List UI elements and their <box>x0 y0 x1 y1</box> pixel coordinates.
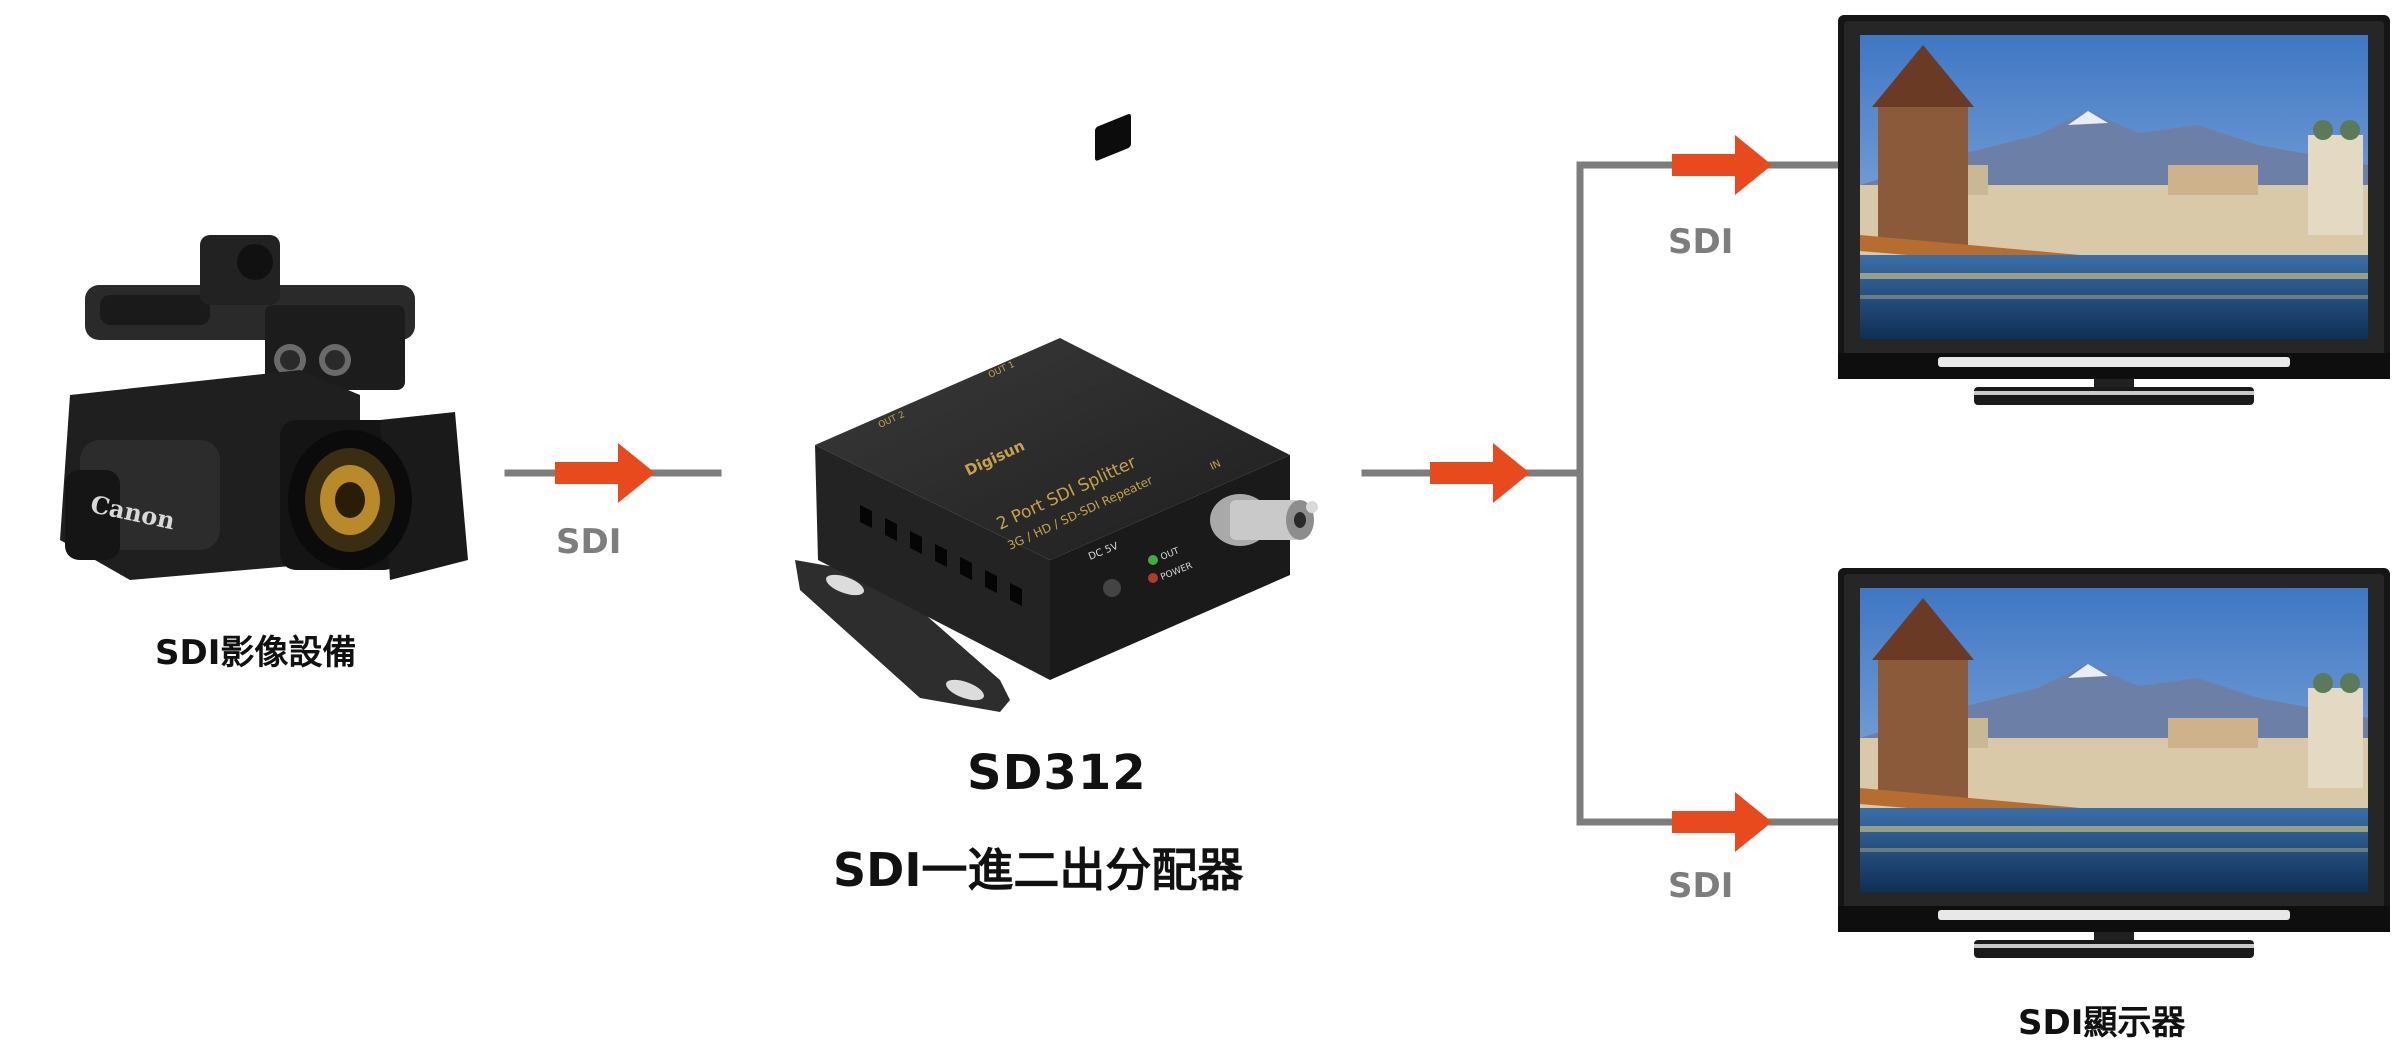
output-top-sdi-label: SDI <box>1668 222 1734 262</box>
output-top-arrow-icon <box>1672 135 1772 195</box>
monitor-top-icon <box>1838 15 2390 405</box>
output-bottom-sdi-label: SDI <box>1668 866 1734 906</box>
splitter-box-icon: 2 Port SDI Splitter 3G / HD / SD-SDI Rep… <box>795 114 1318 712</box>
output-bottom-arrow-icon <box>1672 792 1772 852</box>
display-caption: SDI顯示器 <box>2018 1003 2186 1043</box>
input-arrow-icon <box>555 443 655 503</box>
bnc-connector-icon <box>1210 494 1318 546</box>
port-label-in: IN <box>1209 458 1223 472</box>
output-arrow-icon <box>1430 443 1530 503</box>
splitter-description-label: SDI一進二出分配器 <box>833 843 1244 897</box>
camcorder-icon: Canon <box>60 235 468 580</box>
monitor-bottom-icon <box>1838 568 2390 958</box>
source-device-caption: SDI影像設備 <box>155 633 357 673</box>
splitter-model-label: SD312 <box>967 745 1147 801</box>
signal-arrows <box>555 135 1772 852</box>
input-sdi-label: SDI <box>556 522 622 562</box>
